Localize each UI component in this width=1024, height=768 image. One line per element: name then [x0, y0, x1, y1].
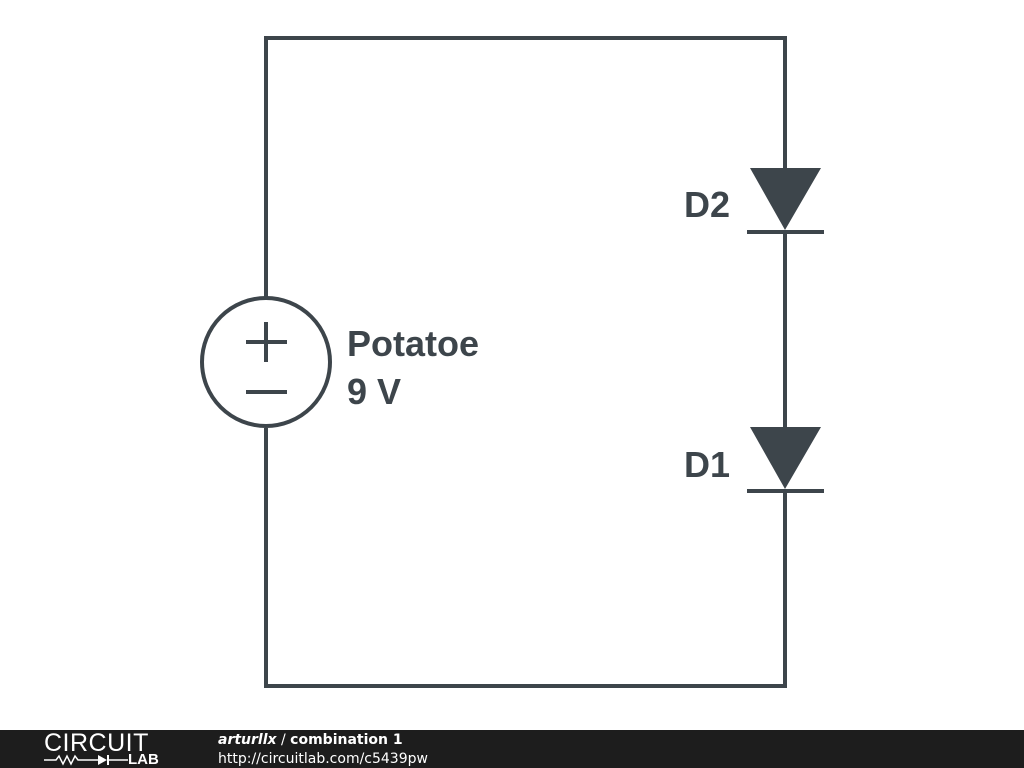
attribution-separator: / — [281, 732, 286, 748]
voltage-source-circle — [200, 296, 332, 428]
diode-d2-icon — [747, 168, 824, 234]
footer-attribution: arturllx / combination 1 — [218, 731, 403, 749]
wire-bottom — [264, 428, 787, 688]
circuitlab-logo[interactable]: CIRCUIT LAB — [42, 730, 174, 768]
wire-left-top — [264, 36, 787, 298]
source-value-label: 9 V — [347, 371, 401, 412]
resistor-diode-symbol-icon — [44, 754, 128, 766]
diode-d2-label: D2 — [684, 184, 730, 225]
circuit-diagram: Potatoe 9 V D2 D1 — [200, 36, 824, 688]
wires — [264, 36, 787, 688]
source-name-label: Potatoe — [347, 323, 479, 364]
diode-d1-triangle — [750, 427, 821, 489]
diode-d2-triangle — [750, 168, 821, 230]
diode-d1-icon — [747, 427, 824, 493]
author-link[interactable]: arturllx — [218, 732, 277, 748]
voltage-source-icon — [200, 296, 332, 428]
circuit-title-link[interactable]: combination 1 — [290, 732, 403, 748]
footer-bar: CIRCUIT LAB arturllx / combination 1 htt… — [0, 730, 1024, 768]
circuit-url-link[interactable]: http://circuitlab.com/c5439pw — [218, 751, 428, 767]
logo-text-circuit: CIRCUIT — [44, 729, 149, 757]
logo-text-lab: LAB — [128, 751, 159, 768]
diode-d1-label: D1 — [684, 444, 730, 485]
